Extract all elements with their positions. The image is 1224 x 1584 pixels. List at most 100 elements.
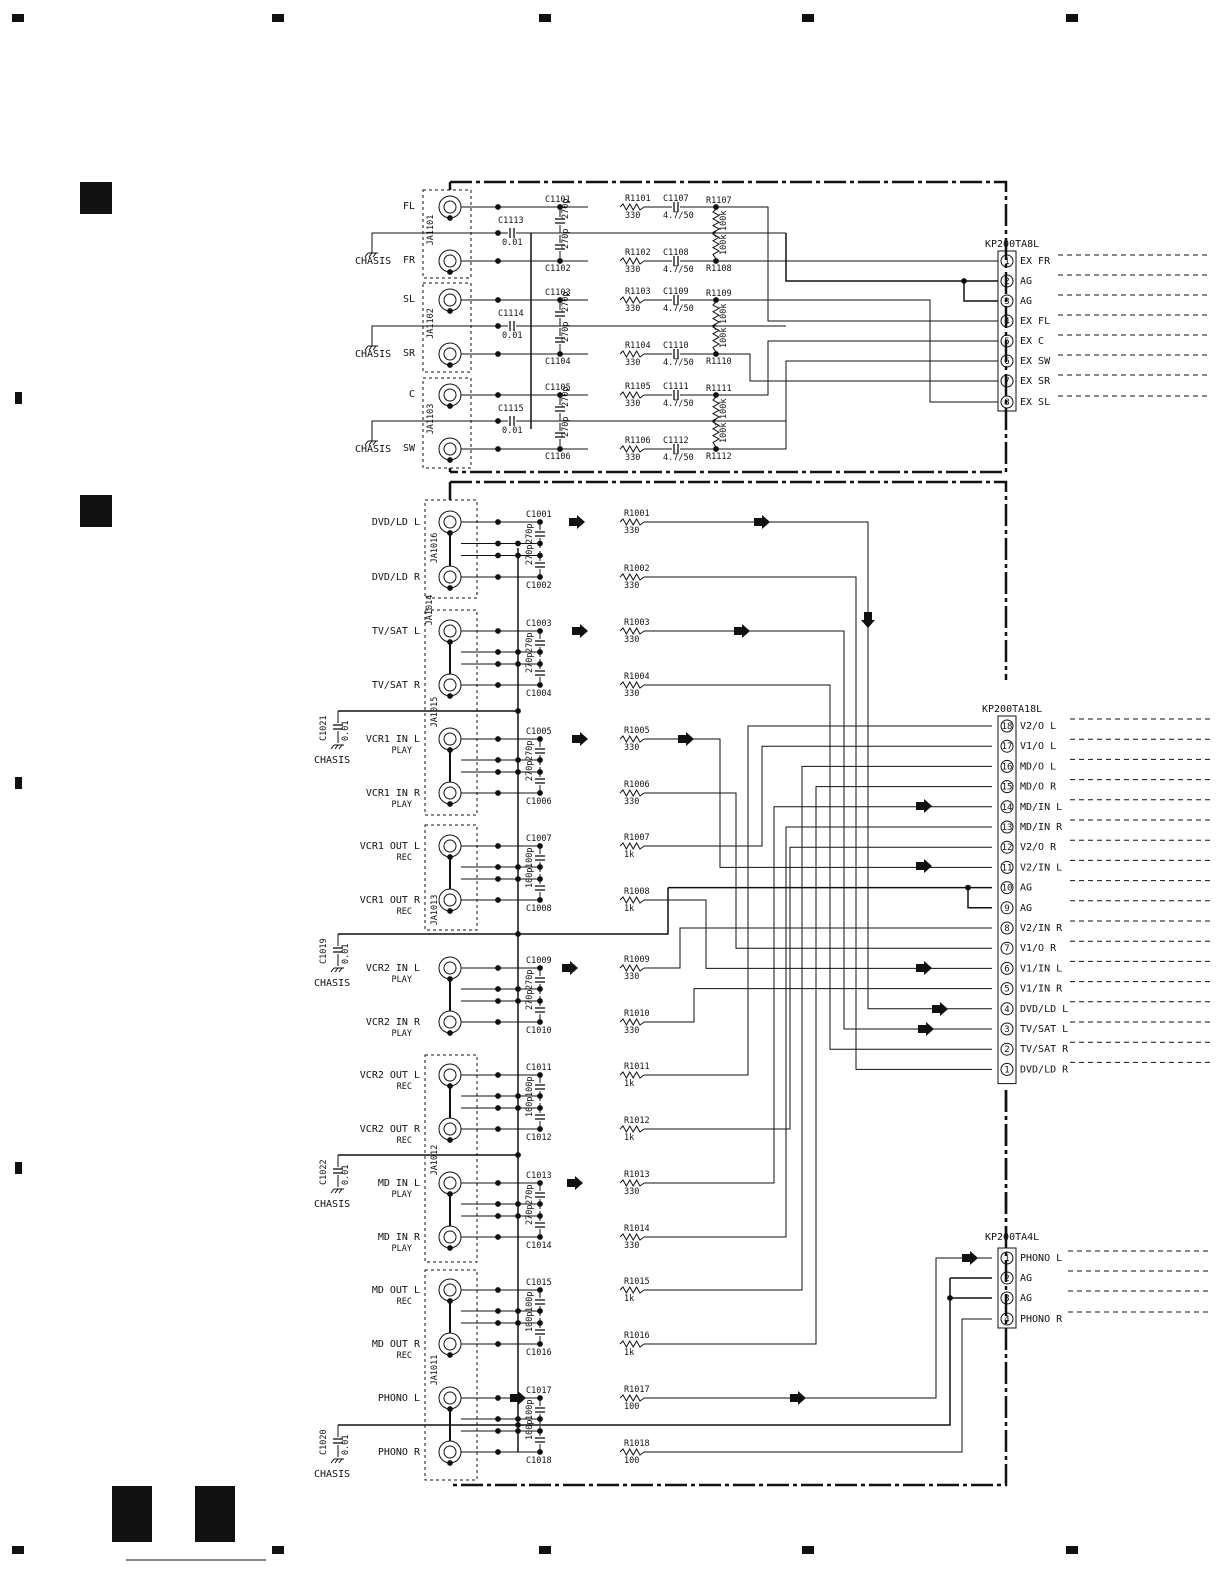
signal-wire [644, 826, 992, 1238]
rca-jack-symbol [443, 1230, 457, 1244]
connector-pin-label: EX SL [1020, 397, 1050, 408]
chassis-ground-icon [364, 345, 369, 351]
connector-pin-number: 3 [1004, 1294, 1009, 1304]
junction-dot [495, 864, 501, 870]
junction-dot [495, 1019, 501, 1025]
resistor-ref-label: R1015 [624, 1277, 650, 1287]
signal-arrow-icon [569, 515, 585, 529]
resistor-value-label: 330 [624, 635, 639, 645]
connector-pin-number: 2 [1004, 277, 1009, 287]
registration-mark [272, 14, 284, 22]
connector-ref-label: KP200TA8L [985, 239, 1039, 250]
capacitor-ref-label: C1019 [319, 938, 329, 964]
junction-dot [537, 552, 543, 559]
resistor-value-label: 330 [624, 797, 639, 807]
jack-group-box [424, 499, 478, 599]
capacitor-value-label: 270p [525, 761, 535, 781]
junction-dot [495, 1234, 501, 1240]
registration-mark [15, 777, 22, 789]
rca-jack-symbol [443, 200, 457, 214]
section-marker-square [80, 182, 112, 214]
jack-sublabel: PLAY [392, 1244, 412, 1254]
resistor-value-label: 330 [624, 1026, 639, 1036]
jack-label: VCR2 OUT L [360, 1070, 420, 1081]
jack-label: FL [403, 201, 415, 212]
capacitor-ref-label: C1114 [498, 309, 524, 319]
connector-pin-circle [1000, 800, 1014, 814]
rca-jack-symbol [443, 961, 457, 975]
resistor-ref-label: R1018 [624, 1439, 650, 1449]
chassis-ground-icon [364, 440, 369, 446]
resistor-value-label: 1k [624, 850, 634, 860]
connector-pin-circle [1000, 1271, 1014, 1285]
ag-wire [967, 887, 992, 909]
capacitor-ref-label: C1020 [319, 1429, 329, 1455]
capacitor-ref-label: C1022 [319, 1159, 329, 1185]
connector-pin-circle [1000, 354, 1014, 368]
connector-pin-circle [1000, 982, 1014, 996]
resistor-value-label: 100 [624, 1456, 639, 1466]
connector-pin-circle [1000, 374, 1014, 388]
chassis-ground-icon [338, 1188, 343, 1194]
series-resistor-symbol [619, 572, 645, 582]
chassis-ground-icon [330, 1188, 335, 1194]
signal-arrow-icon [754, 515, 770, 529]
capacitor-value-label: 100p [525, 1420, 535, 1440]
junction-dot [447, 801, 453, 807]
connector-pin-circle [1000, 860, 1014, 874]
resistor-ref-label: R1104 [625, 341, 651, 351]
pulldown-resistor-symbol [711, 418, 721, 448]
capacitor-ref-label: C1018 [526, 1456, 552, 1466]
resistor-value-label: 100k [719, 304, 729, 324]
capacitor-ref-label: C1007 [526, 834, 552, 844]
jack-sublabel: REC [397, 1136, 412, 1146]
junction-dot [495, 552, 501, 559]
connector-pin-label: DVD/LD R [1020, 1064, 1069, 1075]
junction-dot [447, 457, 453, 463]
junction-dot [495, 418, 501, 424]
jack-sublabel: PLAY [392, 746, 412, 756]
resistor-ref-label: R1109 [706, 289, 732, 299]
capacitor-value-label: 0.01 [341, 1435, 351, 1455]
capacitor-value-label: 0.01 [502, 426, 522, 436]
connector-pin-circle [1000, 1022, 1014, 1036]
rca-jack-symbol [443, 678, 457, 692]
connector-pin-label: EX FR [1020, 256, 1051, 267]
rca-jack-symbol [443, 515, 457, 529]
capacitor-value-label: 4.7/50 [663, 304, 694, 314]
ground-wire [371, 232, 508, 253]
junction-dot [537, 649, 543, 655]
connector-pin-label: AG [1020, 296, 1032, 307]
connector-pin-number: 6 [1004, 964, 1009, 974]
junction-dot [495, 204, 501, 210]
resistor-ref-label: R1002 [624, 564, 650, 574]
connector-pin-label: V1/IN R [1020, 984, 1063, 995]
jack-label: VCR1 OUT L [360, 841, 420, 852]
jack-ref-label: JA1011 [430, 1355, 440, 1386]
capacitor-value-label: 4.7/50 [663, 358, 694, 368]
series-resistor-symbol [619, 841, 645, 851]
connector-pin-number: 2 [1004, 1274, 1009, 1284]
pulldown-resistor-symbol [711, 301, 721, 331]
connector-pin-circle [1000, 941, 1014, 955]
jack-group-box [422, 189, 472, 279]
series-resistor-symbol [619, 390, 645, 400]
connector-pin-number: 8 [1004, 924, 1009, 934]
ground-wire [371, 420, 508, 441]
signal-wire [644, 630, 992, 1030]
capacitor-value-label: 270p [525, 653, 535, 673]
resistor-value-label: 100k [719, 399, 729, 419]
connector-pin-number: 4 [1004, 1005, 1009, 1015]
registration-mark [539, 1546, 551, 1554]
connector-pin-circle [1000, 840, 1014, 854]
jack-ref-label: JA1012 [430, 1145, 440, 1176]
resistor-value-label: 330 [625, 399, 640, 409]
rca-jack-symbol [438, 1332, 462, 1356]
signal-arrow-icon [916, 799, 932, 813]
capacitor-ref-label: C1001 [526, 510, 552, 520]
connector-pin-number: 10 [1002, 884, 1013, 894]
capacitor-value-label: 4.7/50 [663, 211, 694, 221]
signal-arrow-icon [572, 732, 588, 746]
pulldown-resistor-symbol [711, 323, 721, 353]
junction-dot [537, 1093, 543, 1099]
